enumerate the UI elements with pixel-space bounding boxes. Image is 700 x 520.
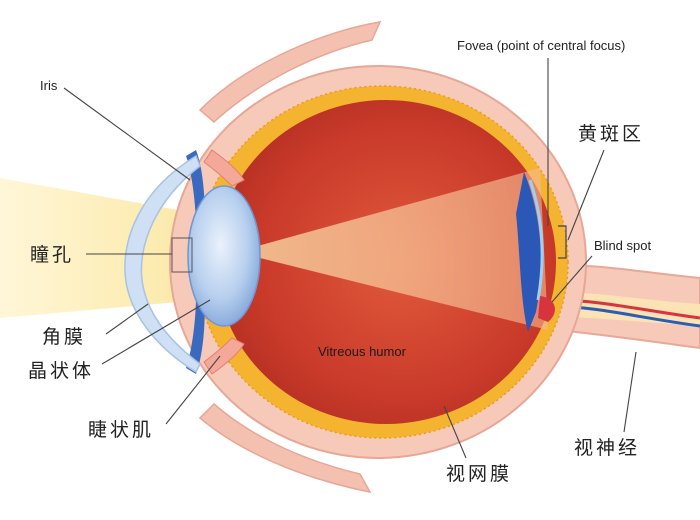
iris-leader: [63, 87, 191, 181]
blind-spot-leader: [551, 255, 593, 303]
lower-eyelid: [198, 402, 372, 494]
retina-strip: [516, 172, 541, 332]
label-ciliary: 睫状肌: [88, 419, 154, 441]
macula-leader: [567, 149, 605, 241]
label-retina: 视网膜: [446, 463, 512, 485]
label-optic-nerve: 视神经: [574, 437, 640, 459]
label-lens: 晶状体: [28, 360, 94, 382]
lens-leader: [101, 299, 211, 365]
label-macula: 黄斑区: [578, 123, 644, 145]
label-pupil: 瞳孔: [30, 244, 74, 266]
cornea: [124, 154, 201, 374]
macula-bracket: [558, 225, 567, 259]
ciliary-body: [203, 149, 245, 375]
label-fovea: Fovea (point of central focus): [457, 38, 625, 53]
lens: [187, 185, 261, 327]
label-blind-spot: Blind spot: [594, 238, 651, 253]
light-cone: [236, 168, 548, 330]
pupil-box: [171, 237, 193, 273]
optic-nerve-leader: [623, 351, 637, 433]
retina-leader: [443, 405, 467, 459]
label-iris: Iris: [40, 78, 58, 93]
cornea-leader: [105, 303, 149, 335]
label-cornea: 角膜: [42, 326, 86, 348]
blind-spot-marker: [538, 296, 555, 322]
upper-eyelid: [198, 21, 382, 124]
label-vitreous: Vitreous humor: [318, 344, 407, 359]
ciliary-leader: [165, 355, 221, 425]
